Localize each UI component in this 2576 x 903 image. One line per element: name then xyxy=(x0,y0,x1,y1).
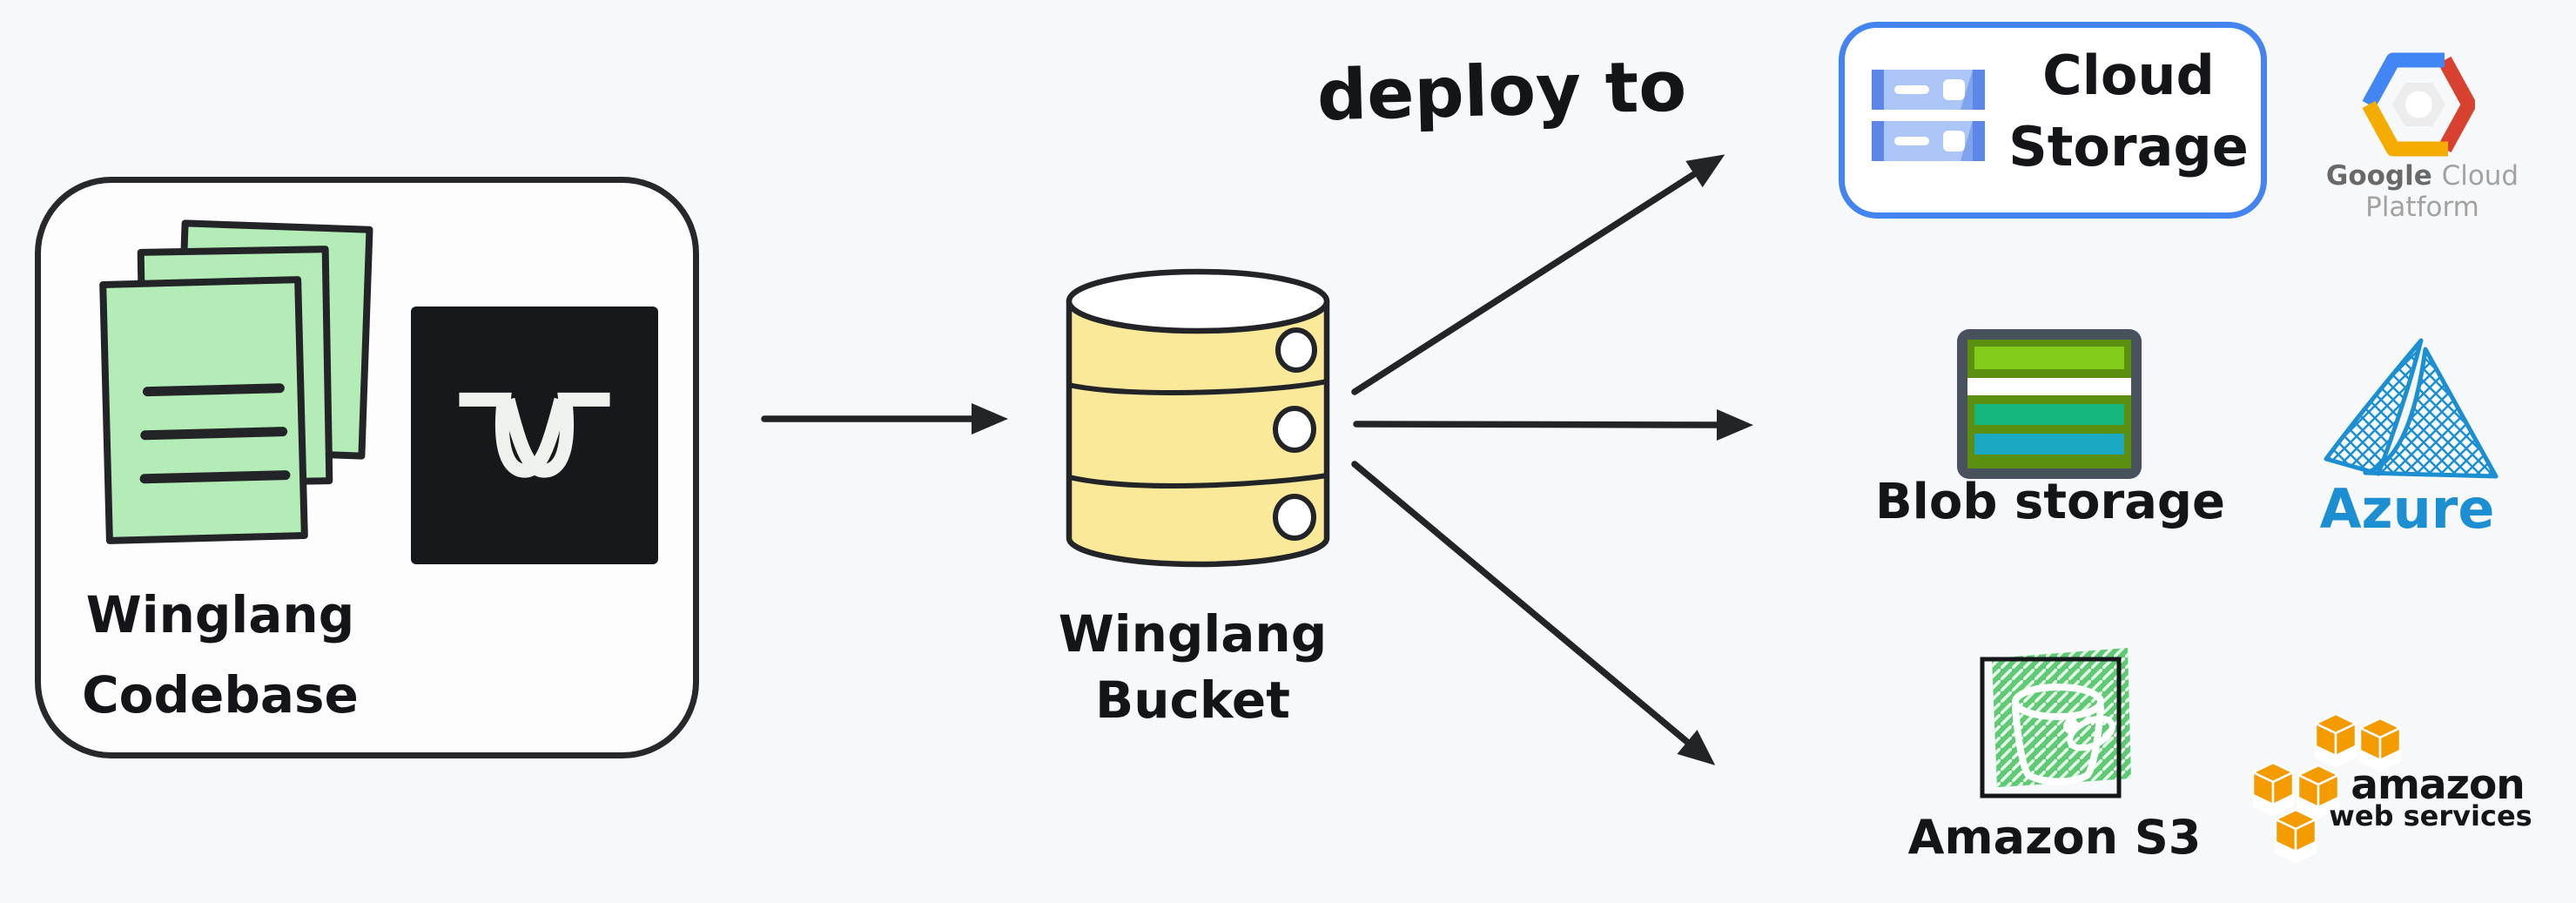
documents-icon xyxy=(99,219,373,544)
database-bucket-icon xyxy=(1066,268,1330,568)
codebase-label-line2: Codebase xyxy=(82,665,359,724)
s3-bucket-icon xyxy=(1980,648,2131,799)
cloud-storage-icon xyxy=(1872,70,1985,161)
winglang-logo xyxy=(411,307,658,564)
aws-brand-web-services: web services xyxy=(2329,799,2532,832)
winglang-w-icon xyxy=(459,392,610,478)
deploy-to-label: deploy to xyxy=(1315,45,1688,137)
gcp-brand-google: Google xyxy=(2325,160,2432,192)
arrow-bucket-to-gcs xyxy=(1351,154,1725,395)
codebase-label: Winglang Codebase xyxy=(24,575,416,735)
gcp-brand-cloud-platform: Cloud Platform xyxy=(2365,160,2519,223)
amazon-s3-label: Amazon S3 xyxy=(1907,810,2202,865)
azure-brand-text: Azure xyxy=(2319,477,2495,541)
bucket-label-line1: Winglang xyxy=(1058,604,1328,664)
aws-brand-amazon: amazon xyxy=(2351,761,2526,809)
arrow-bucket-to-s3 xyxy=(1351,461,1716,765)
arrow-bucket-to-blob xyxy=(1353,409,1753,441)
gcp-brand-text: Google Cloud Platform xyxy=(2272,160,2573,223)
bucket-label: Winglang Bucket xyxy=(1014,601,1371,733)
blob-storage-label: Blob storage xyxy=(1875,474,2225,530)
bucket-label-line2: Bucket xyxy=(1095,671,1290,730)
codebase-label-line1: Winglang xyxy=(85,585,355,644)
gcp-logo-icon xyxy=(2362,52,2475,157)
cloud-storage-label-line1: Cloud xyxy=(2042,44,2215,107)
azure-logo-icon xyxy=(2324,338,2499,479)
blob-storage-icon xyxy=(1957,329,2142,479)
aws-cubes-icon xyxy=(2253,714,2402,864)
cloud-storage-box xyxy=(1839,22,2267,219)
cloud-storage-label: Cloud Storage xyxy=(1998,40,2259,183)
cloud-storage-label-line2: Storage xyxy=(2008,115,2249,179)
